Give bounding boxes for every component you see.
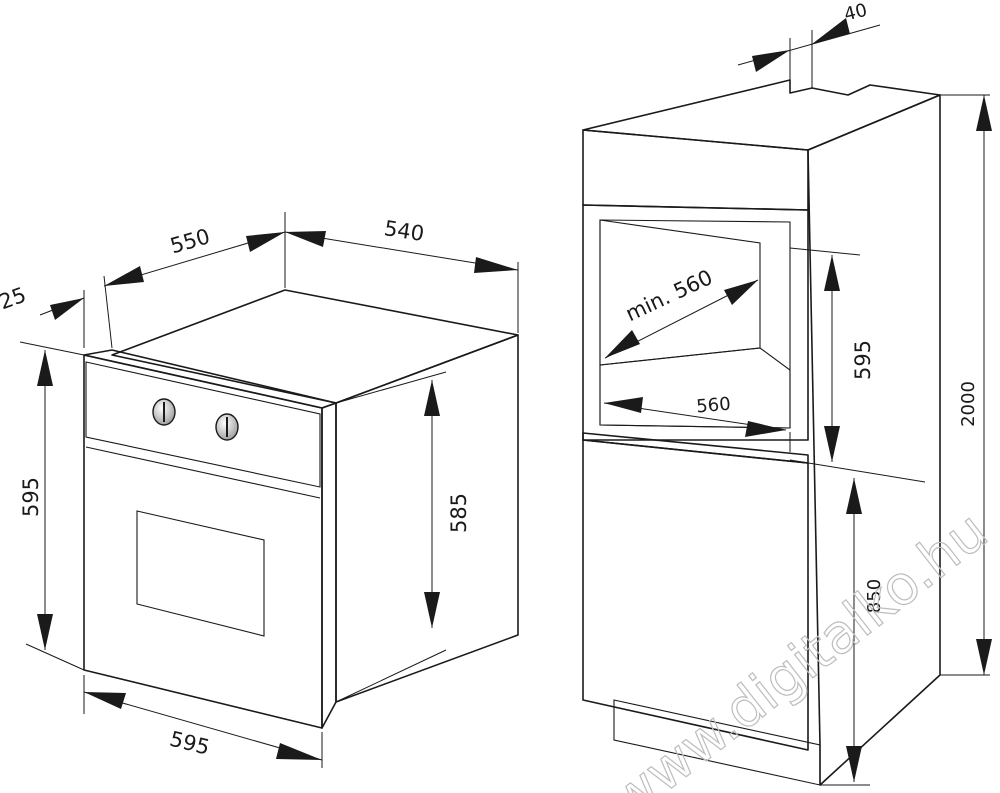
dim-line-cabinet-back-gap <box>737 18 881 72</box>
dim-label-cabinet-lower-height: 850 <box>864 579 885 613</box>
dim-label-oven-depth-total: 550 <box>167 224 212 258</box>
oven-extension-lines <box>19 212 519 768</box>
cabinet-niche-frame <box>582 204 809 441</box>
dim-line-oven-depth-total <box>103 231 286 287</box>
oven-top-face <box>111 289 519 404</box>
watermark: www.digitalko.hu <box>598 499 999 793</box>
cabinet-side-face <box>807 94 941 786</box>
oven-knob-left-icon <box>152 398 176 426</box>
dim-line-cabinet-lower-height <box>846 478 862 782</box>
dim-line-cabinet-niche-depth <box>604 279 759 359</box>
oven-door-window <box>136 510 265 637</box>
dim-label-oven-width-front: 595 <box>167 727 212 760</box>
oven-front-top-edge <box>83 349 337 409</box>
oven-drawing: 550 540 25 595 585 595 <box>0 212 519 768</box>
dim-line-cabinet-niche-width <box>603 397 787 437</box>
cabinet-upper-front <box>582 129 809 211</box>
dim-line-oven-front-panel <box>39 297 85 320</box>
dim-label-oven-depth-body: 540 <box>382 216 425 246</box>
dim-line-cabinet-niche-height <box>824 255 840 462</box>
dim-label-oven-height-body: 585 <box>447 493 471 533</box>
dim-line-oven-width-front <box>83 691 323 761</box>
dim-label-cabinet-niche-height: 595 <box>851 340 875 380</box>
cabinet-top-face <box>582 79 941 151</box>
dim-label-cabinet-niche-width: 560 <box>695 394 731 418</box>
dim-line-oven-height-front <box>37 350 53 650</box>
dim-label-oven-height-front: 595 <box>19 477 43 517</box>
dim-label-cabinet-back-gap: 40 <box>842 0 869 26</box>
oven-front-thickness <box>321 402 337 729</box>
dim-line-oven-depth-body <box>284 231 519 273</box>
dim-label-cabinet-niche-depth: min. 560 <box>622 265 716 326</box>
cabinet-extension-lines <box>599 30 990 786</box>
oven-knob-right-icon <box>215 413 239 441</box>
oven-front-panel <box>83 354 323 729</box>
oven-side-face <box>335 334 519 703</box>
dim-line-oven-height-body <box>424 380 440 628</box>
dim-label-oven-front-panel: 25 <box>0 283 29 315</box>
oven-control-panel <box>85 361 321 488</box>
dim-label-cabinet-total-height: 2000 <box>958 381 979 427</box>
dim-line-cabinet-total-height <box>976 95 992 675</box>
cabinet-lower-lip <box>582 432 809 464</box>
oven-door-divider <box>85 446 321 499</box>
